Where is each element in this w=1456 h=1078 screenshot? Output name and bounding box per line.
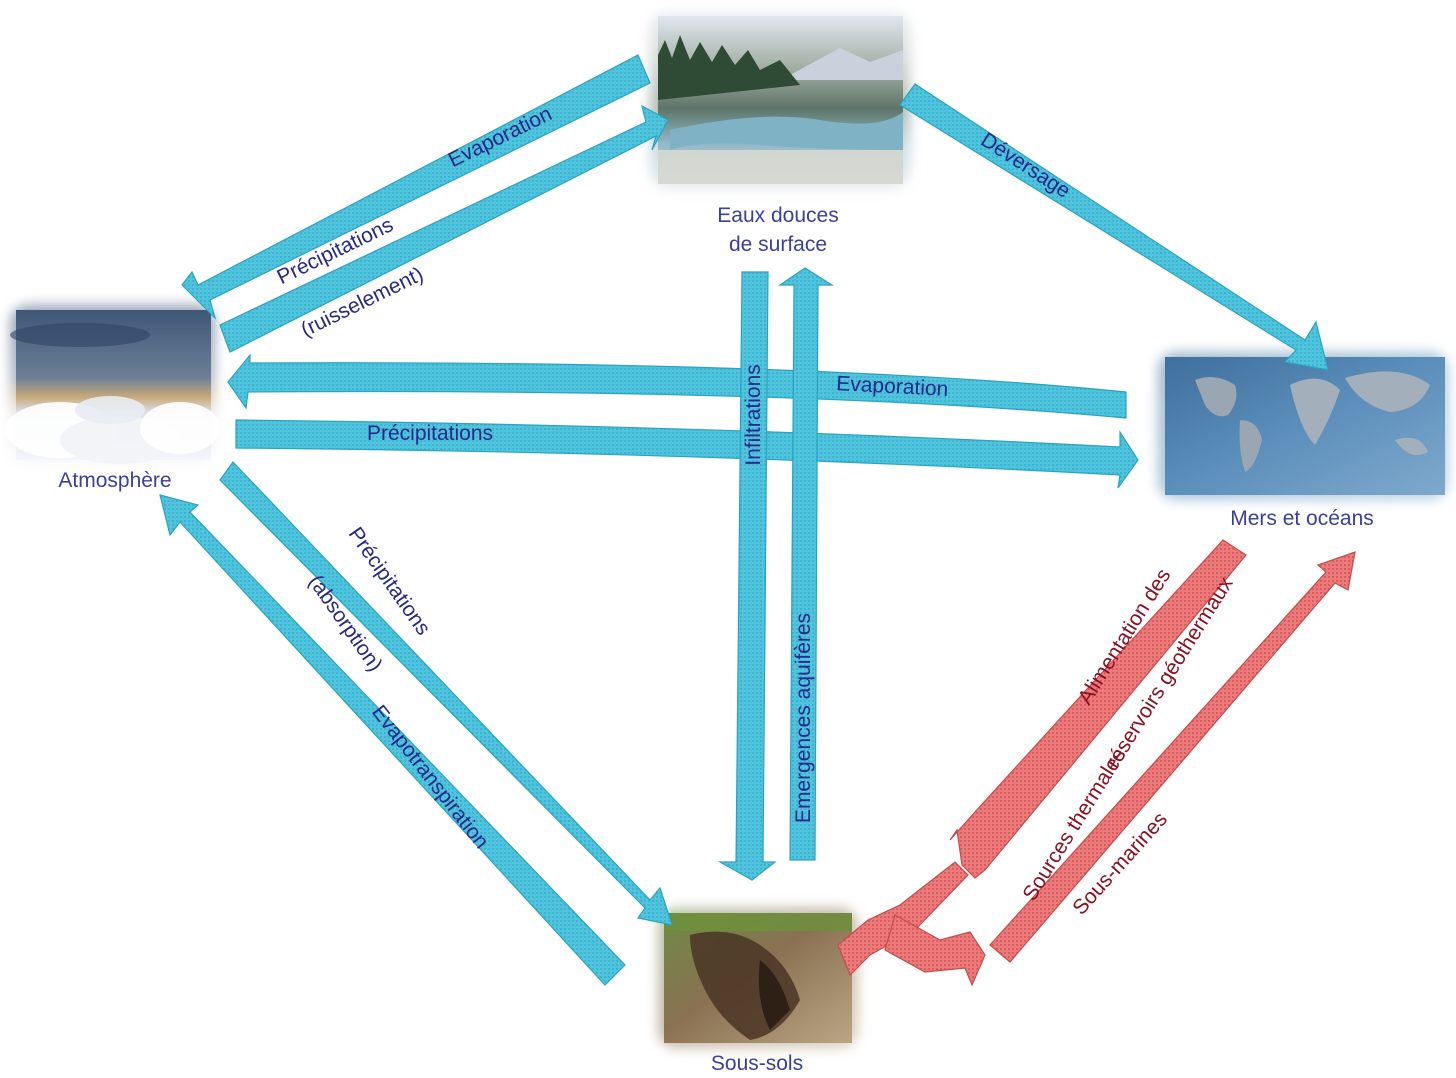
surface-water-image [650, 10, 910, 190]
surface-water-label-line2: de surface [729, 233, 827, 256]
arrow-geothermal-feed [949, 539, 1247, 879]
subsoil-image [658, 908, 858, 1048]
label-deversage: Déversage [977, 128, 1075, 203]
arrow-infiltrations [717, 271, 777, 881]
arrow-submarine [989, 551, 1356, 963]
arrow-precipitation-absorption [219, 461, 673, 926]
oceans-label: Mers et océans [1230, 507, 1374, 530]
atmosphere-image [5, 305, 220, 465]
arrow-evaporation-ocean [227, 353, 1127, 419]
label-emergences: Emergences aquifères [792, 613, 815, 823]
oceans-image [1158, 352, 1448, 500]
arrow-precipitation-ocean [235, 419, 1139, 489]
subsoil-label: Sous-sols [711, 1052, 803, 1075]
arrow-deversage [899, 83, 1329, 371]
arrow-thermal-branch [884, 914, 986, 987]
arrow-thermal-springs [837, 861, 969, 977]
atmosphere-label: Atmosphère [58, 469, 171, 492]
arrow-evapotranspiration [159, 494, 626, 986]
surface-water-label-line1: Eaux douces [717, 204, 838, 227]
arrow-evaporation-surface [181, 54, 651, 321]
arrow-emergences [778, 267, 835, 861]
label-infiltrations: Infiltrations [742, 364, 765, 466]
label-precipitation-ocean: Précipitations [367, 422, 493, 445]
arrow-precipitation-runoff [219, 104, 669, 353]
